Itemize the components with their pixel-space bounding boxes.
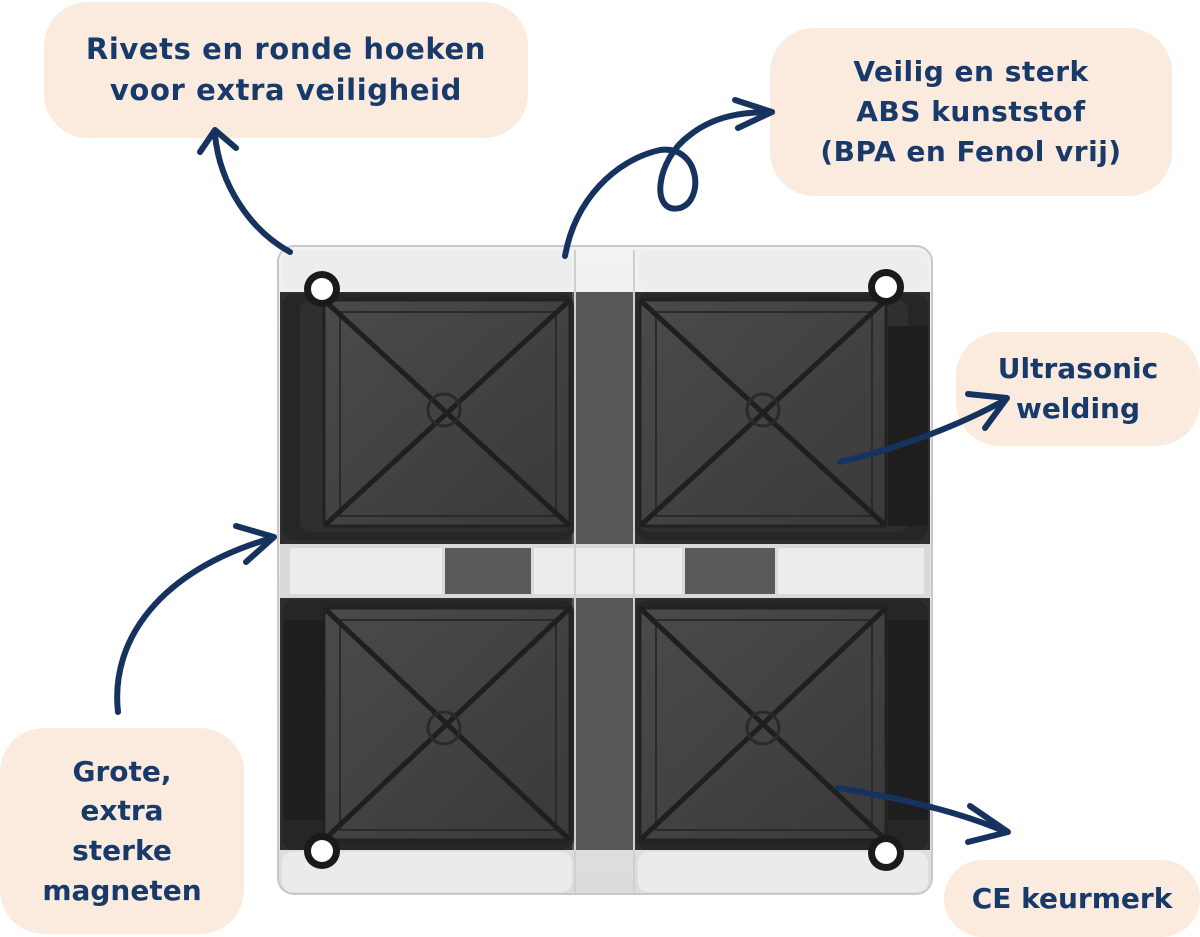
- magnet-tile-bottom-right: [636, 600, 928, 850]
- rivet-hole-icon: [304, 269, 904, 871]
- callout-ce-text: CE keurmerk: [971, 881, 1173, 915]
- magnet-tile-top-left: [282, 294, 574, 540]
- callout-magnets: Grote, extra sterke magneten: [0, 728, 244, 934]
- magnet-tile-top-right: [636, 294, 928, 540]
- callout-ce-mark: CE keurmerk: [944, 860, 1200, 937]
- callout-rivets: Rivets en ronde hoeken voor extra veilig…: [44, 2, 528, 138]
- magnet-tile-bottom-left: [282, 600, 574, 850]
- callout-rivets-text: Rivets en ronde hoeken voor extra veilig…: [85, 31, 487, 107]
- callout-ultrasonic-text: Ultrasonic welding: [997, 352, 1159, 425]
- callout-ultrasonic-welding: Ultrasonic welding: [956, 332, 1200, 446]
- callout-abs-plastic: Veilig en sterk ABS kunststof (BPA en Fe…: [770, 28, 1172, 196]
- callout-magnets-text: Grote, extra sterke magneten: [42, 754, 202, 907]
- callout-abs-text: Veilig en sterk ABS kunststof (BPA en Fe…: [820, 55, 1122, 168]
